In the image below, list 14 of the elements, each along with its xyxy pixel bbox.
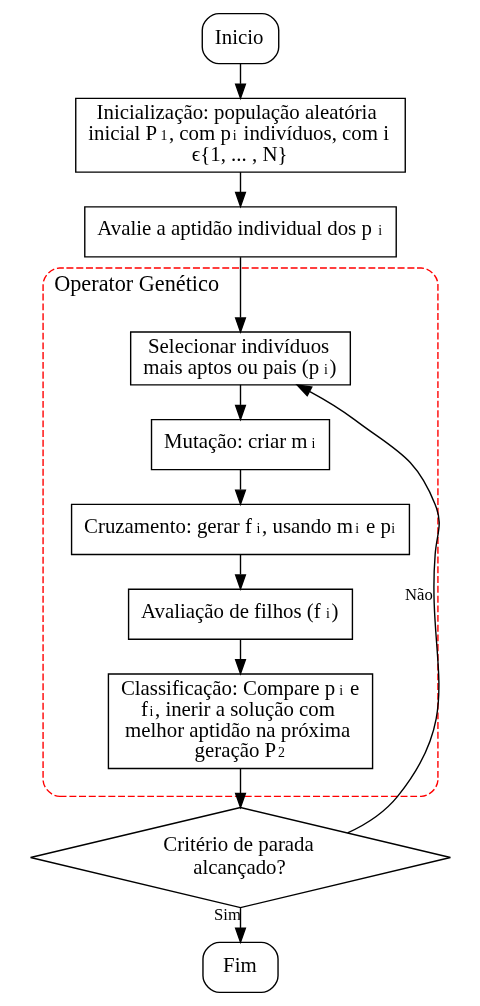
arrow	[234, 767, 246, 810]
arrow	[234, 469, 246, 507]
arrow	[234, 256, 246, 335]
arrow	[234, 638, 246, 676]
arrow	[234, 907, 246, 945]
node-diamond: Critério de parada alcançado?	[29, 806, 451, 909]
arrow	[234, 63, 246, 101]
arrow	[234, 171, 246, 209]
arrow	[234, 384, 246, 422]
arrow	[294, 383, 440, 834]
edge-label: Não	[404, 584, 433, 604]
node-box: Inicio	[201, 12, 279, 65]
arrow	[234, 553, 246, 591]
node-box: Fim	[201, 941, 279, 994]
